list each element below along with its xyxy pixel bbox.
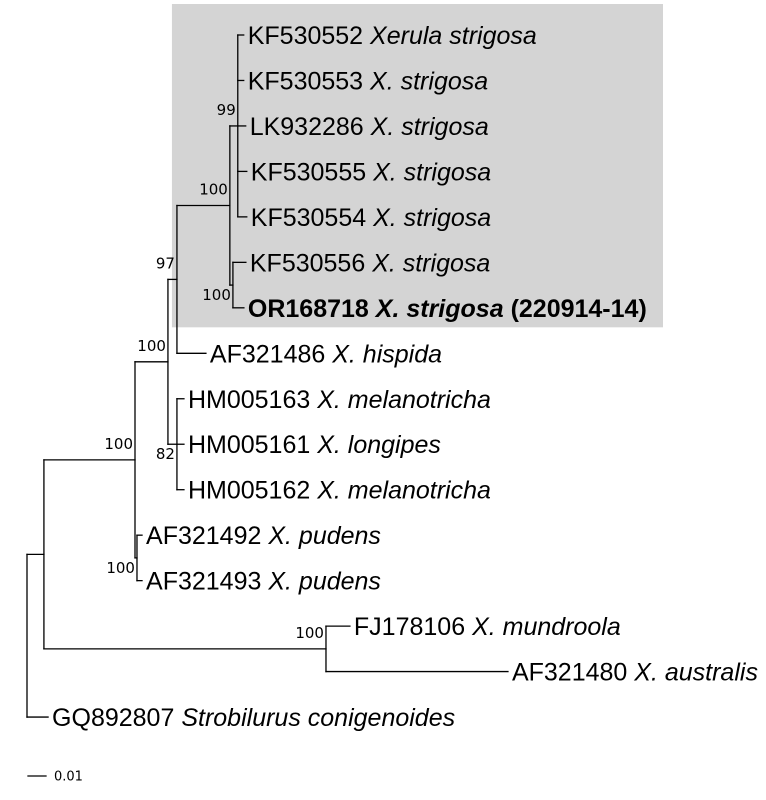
leaf-species: X. mundroola — [471, 613, 621, 641]
leaf-species: X. strigosa — [374, 295, 504, 323]
leaf-accession: KF530555 — [251, 158, 366, 186]
leaf-accession: GQ892807 — [52, 704, 174, 732]
bootstrap-values: 99 100 100 97 82 100 100 100 100 — [104, 101, 324, 642]
leaf-accession: KF530556 — [250, 249, 365, 277]
leaf-accession: HM005162 — [188, 477, 310, 505]
leaf-accession: AF321480 — [512, 659, 627, 687]
leaf-accession: AF321492 — [146, 522, 261, 550]
leaf-species: X. pudens — [267, 568, 381, 596]
leaf-species: X. strigosa — [372, 158, 491, 186]
leaf-species: X. strigosa — [370, 113, 489, 141]
highlighted-clade-box — [171, 4, 663, 328]
bootstrap-value: 100 — [104, 435, 133, 453]
leaf-species: X. melanotricha — [316, 477, 491, 505]
leaf-species: X. pudens — [267, 522, 381, 550]
leaf-accession: KF530553 — [248, 67, 363, 95]
leaf-label: KF530554 X. strigosa — [251, 204, 492, 232]
leaf-label: KF530552 Xerula strigosa — [248, 22, 537, 50]
leaf-accession: HM005161 — [188, 431, 310, 459]
leaf-species: X. longipes — [316, 431, 441, 459]
leaf-label: LK932286 X. strigosa — [250, 113, 489, 141]
branches — [26, 34, 509, 718]
scale-bar: 0.01 — [27, 770, 83, 785]
leaf-species: X. melanotricha — [316, 386, 491, 414]
leaf-label: GQ892807 Strobilurus conigenoides — [52, 704, 455, 732]
leaf-accession: FJ178106 — [354, 613, 465, 641]
leaf-accession: AF321493 — [146, 568, 261, 596]
leaf-label: AF321493 X. pudens — [146, 568, 381, 596]
leaf-label: KF530553 X. strigosa — [248, 67, 489, 95]
leaf-species: X. strigosa — [371, 249, 490, 277]
bootstrap-value: 100 — [106, 559, 135, 577]
leaf-accession: OR168718 — [248, 295, 369, 323]
leaf-label: KF530555 X. strigosa — [251, 158, 492, 186]
leaf-species: X. strigosa — [369, 67, 488, 95]
bootstrap-value: 99 — [217, 101, 236, 119]
bootstrap-value: 100 — [137, 337, 166, 355]
leaf-accession: KF530554 — [251, 204, 366, 232]
leaf-label: AF321480 X. australis — [512, 659, 758, 687]
leaf-species: X. hispida — [331, 340, 442, 368]
leaf-label: HM005163 X. melanotricha — [188, 386, 491, 414]
leaf-label: FJ178106 X. mundroola — [354, 613, 621, 641]
leaf-accession: LK932286 — [250, 113, 364, 141]
leaf-species: Strobilurus conigenoides — [181, 704, 455, 732]
leaf-accession: AF321486 — [210, 340, 325, 368]
leaf-species: X. australis — [633, 659, 758, 687]
leaf-label: HM005161 X. longipes — [188, 431, 441, 459]
leaf-label: AF321486 X. hispida — [210, 340, 442, 368]
leaf-species: Xerula strigosa — [369, 22, 537, 50]
leaf-voucher: (220914-14) — [511, 295, 647, 323]
leaf-species: X. strigosa — [372, 204, 491, 232]
leaf-label: AF321492 X. pudens — [146, 522, 381, 550]
leaf-accession: HM005163 — [188, 386, 310, 414]
bootstrap-value: 100 — [202, 286, 231, 304]
leaf-label: KF530556 X. strigosa — [250, 249, 491, 277]
bootstrap-value: 100 — [199, 181, 228, 199]
bootstrap-value: 100 — [295, 624, 324, 642]
bootstrap-value: 97 — [156, 254, 175, 272]
leaf-label: OR168718 X. strigosa (220914-14) — [248, 295, 647, 323]
bootstrap-value: 82 — [156, 445, 175, 463]
leaf-accession: KF530552 — [248, 22, 363, 50]
leaf-label: HM005162 X. melanotricha — [188, 477, 491, 505]
scale-bar-label: 0.01 — [54, 770, 83, 785]
